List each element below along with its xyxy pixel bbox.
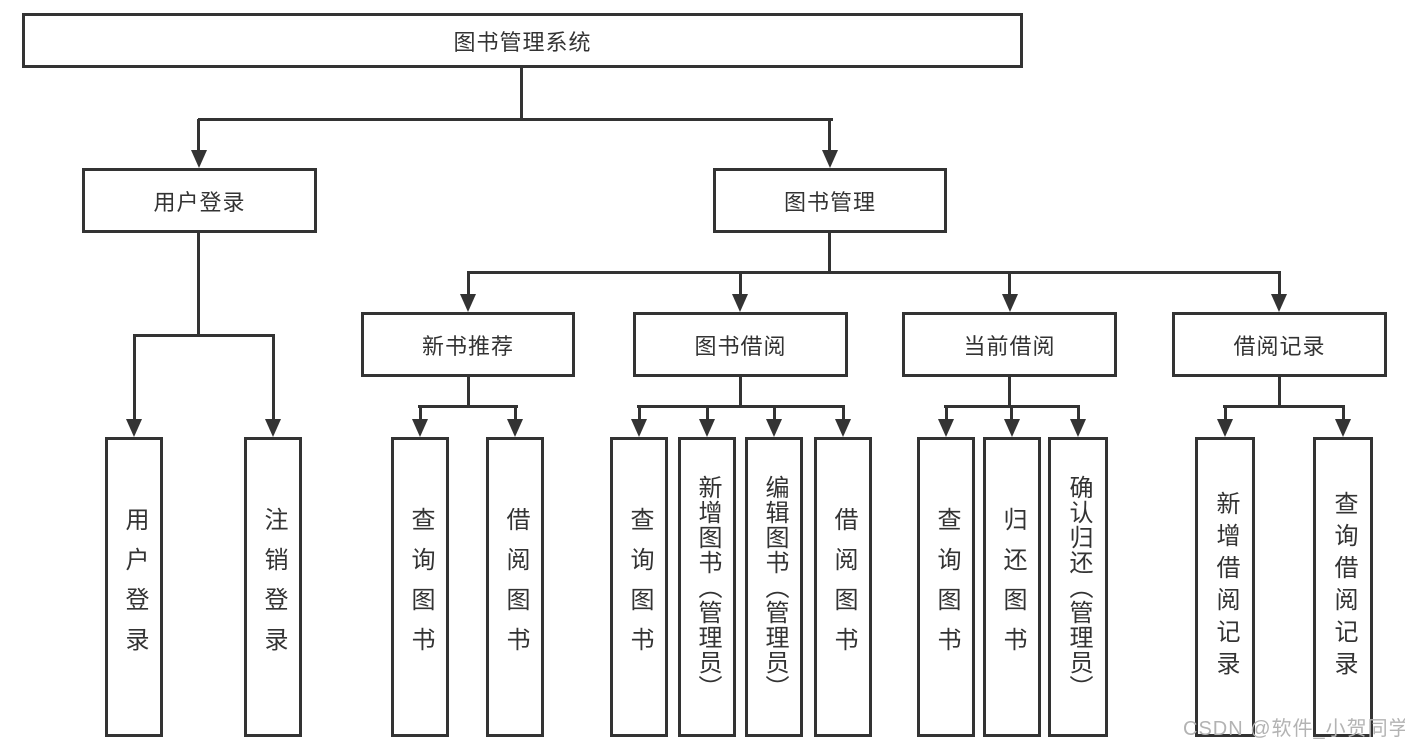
leaf-newbook-query-books-label: 查询图书	[407, 507, 434, 667]
leaf-borrowing-query-books: 查询图书	[610, 437, 668, 737]
leaf-borrowing-add-books-admin: 新增图书（管理员）	[678, 437, 736, 737]
connector-stem-borrow-record	[1278, 271, 1281, 297]
arrowhead-borrowing-borrow	[835, 419, 851, 437]
leaf-logout: 注销登录	[244, 437, 302, 737]
node-new-book-recommend-label: 新书推荐	[421, 333, 514, 359]
connector-stem-leaf-login	[133, 334, 136, 421]
arrowhead-new-book	[460, 294, 476, 312]
node-current-borrowing-label: 当前借阅	[963, 333, 1056, 359]
arrowhead-current-query	[938, 419, 954, 437]
arrowhead-newbook-query	[412, 419, 428, 437]
leaf-records-query-record-label: 查询借阅记录	[1330, 491, 1357, 683]
connector-root-vertical	[520, 66, 523, 121]
connector-stem-borrowing-edit	[773, 405, 776, 421]
node-user-login: 用户登录	[82, 168, 317, 233]
node-library-system: 图书管理系统	[22, 13, 1023, 68]
arrowhead-borrowing-query	[631, 419, 647, 437]
connector-records-horizontal	[1223, 405, 1345, 408]
node-book-borrowing: 图书借阅	[633, 312, 848, 377]
leaf-borrowing-query-books-label: 查询图书	[626, 507, 653, 667]
connector-userlogin-vertical	[197, 231, 200, 336]
connector-newbook-horizontal	[418, 405, 518, 408]
node-borrowing-records-label: 借阅记录	[1233, 333, 1326, 359]
arrowhead-newbook-borrow	[507, 419, 523, 437]
leaf-current-query-books-label: 查询图书	[933, 507, 960, 667]
arrowhead-records-query	[1335, 419, 1351, 437]
connector-stem-newbook-borrow	[514, 405, 517, 421]
leaf-borrowing-borrow-books: 借阅图书	[814, 437, 872, 737]
leaf-current-confirm-return-admin-label: 确认归还（管理员）	[1065, 474, 1092, 700]
leaf-records-query-record: 查询借阅记录	[1313, 437, 1373, 737]
node-book-management-label: 图书管理	[783, 189, 876, 215]
connector-records-vertical	[1278, 375, 1281, 407]
leaf-newbook-query-books: 查询图书	[391, 437, 449, 737]
arrowhead-user-login	[191, 150, 207, 168]
connector-stem-current-borrow	[1008, 271, 1011, 297]
arrowhead-leaf-login	[126, 419, 142, 437]
connector-stem-leaf-logout	[272, 334, 275, 421]
connector-borrowing-horizontal	[637, 405, 845, 408]
connector-stem-current-return	[1010, 405, 1013, 421]
arrowhead-current-confirm	[1070, 419, 1086, 437]
leaf-current-query-books: 查询图书	[917, 437, 975, 737]
leaf-current-return-books: 归还图书	[983, 437, 1041, 737]
csdn-watermark: CSDN @软件_小贺同学	[1183, 718, 1405, 740]
connector-stem-user-login	[197, 119, 200, 152]
connector-bookmgmt-vertical	[828, 231, 831, 273]
node-new-book-recommend: 新书推荐	[361, 312, 575, 377]
leaf-records-add-record: 新增借阅记录	[1195, 437, 1255, 737]
leaf-logout-label: 注销登录	[260, 507, 287, 667]
arrowhead-borrowing-edit	[766, 419, 782, 437]
arrowhead-current-borrow	[1002, 294, 1018, 312]
leaf-records-add-record-label: 新增借阅记录	[1212, 491, 1239, 683]
connector-stem-book-borrow	[739, 271, 742, 297]
arrowhead-records-add	[1217, 419, 1233, 437]
arrowhead-borrowing-add	[699, 419, 715, 437]
node-borrowing-records: 借阅记录	[1172, 312, 1387, 377]
leaf-current-confirm-return-admin: 确认归还（管理员）	[1048, 437, 1108, 737]
leaf-borrowing-borrow-books-label: 借阅图书	[830, 507, 857, 667]
node-user-login-label: 用户登录	[153, 189, 246, 215]
connector-stem-book-management	[828, 119, 831, 152]
connector-userlogin-horizontal	[133, 334, 275, 337]
leaf-newbook-borrow-books: 借阅图书	[486, 437, 544, 737]
node-current-borrowing: 当前借阅	[902, 312, 1117, 377]
connector-newbook-vertical	[467, 375, 470, 407]
connector-stem-newbook-query	[419, 405, 422, 421]
connector-borrowing-vertical	[739, 375, 742, 407]
leaf-borrowing-edit-books-admin: 编辑图书（管理员）	[745, 437, 803, 737]
connector-stem-records-query	[1342, 405, 1345, 421]
leaf-user-login: 用户登录	[105, 437, 163, 737]
arrowhead-book-management	[822, 150, 838, 168]
arrowhead-borrow-record	[1271, 294, 1287, 312]
connector-root-horizontal	[198, 118, 833, 121]
arrowhead-leaf-logout	[265, 419, 281, 437]
leaf-user-login-label: 用户登录	[121, 507, 148, 667]
connector-stem-current-confirm	[1077, 405, 1080, 421]
connector-current-vertical	[1008, 375, 1011, 407]
node-book-borrowing-label: 图书借阅	[694, 333, 787, 359]
connector-stem-records-add	[1224, 405, 1227, 421]
leaf-borrowing-add-books-admin-label: 新增图书（管理员）	[694, 474, 721, 700]
connector-stem-borrowing-borrow	[842, 405, 845, 421]
node-library-system-label: 图书管理系统	[453, 29, 592, 55]
connector-stem-borrowing-query	[638, 405, 641, 421]
connector-bookmgmt-horizontal	[467, 271, 1281, 274]
node-book-management: 图书管理	[713, 168, 947, 233]
leaf-current-return-books-label: 归还图书	[999, 507, 1026, 667]
arrowhead-current-return	[1004, 419, 1020, 437]
connector-stem-current-query	[945, 405, 948, 421]
connector-stem-new-book	[467, 271, 470, 297]
leaf-newbook-borrow-books-label: 借阅图书	[502, 507, 529, 667]
connector-stem-borrowing-add	[706, 405, 709, 421]
leaf-borrowing-edit-books-admin-label: 编辑图书（管理员）	[761, 474, 788, 700]
arrowhead-book-borrow	[732, 294, 748, 312]
